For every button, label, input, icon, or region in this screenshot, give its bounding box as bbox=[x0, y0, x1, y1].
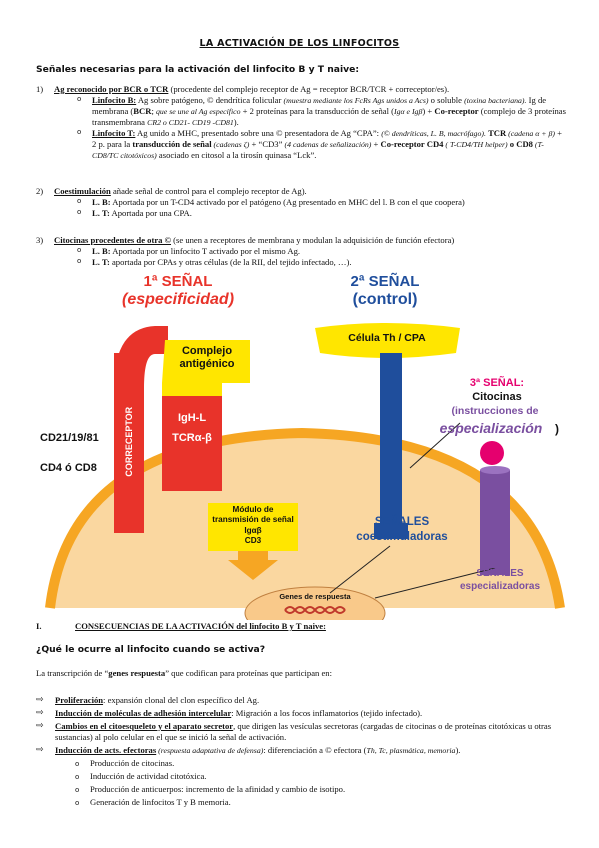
signal-3-cytokines: Citocinas bbox=[472, 391, 522, 403]
signal-3-instructions: (instrucciones de bbox=[451, 405, 539, 417]
specializing-signals-label: SEÑALES bbox=[476, 568, 524, 579]
item-2: 2) Coestimulación añade señal de control… bbox=[36, 186, 465, 218]
arrow-icon: ⇨ bbox=[36, 695, 44, 705]
costim-signals-label: SEÑALES bbox=[374, 516, 430, 528]
item-1: 1) Ag reconocido por BCR o TCR (proceden… bbox=[36, 84, 566, 160]
tcr-label: TCRα-β bbox=[172, 432, 212, 444]
signal-2-sub: (control) bbox=[352, 291, 418, 308]
cell-membrane bbox=[45, 427, 565, 609]
arrow-icon: ⇨ bbox=[36, 721, 44, 731]
nucleus bbox=[244, 586, 386, 620]
page-title: LA ACTIVACIÓN DE LOS LINFOCITOS bbox=[199, 38, 400, 49]
signal-2-label: 2ª SEÑAL bbox=[350, 273, 420, 290]
item-1-head: Ag reconocido por BCR o TCR bbox=[54, 84, 169, 94]
arrow-specific bbox=[374, 567, 496, 599]
consequence-item: ⇨ Inducción de moléculas de adhesión int… bbox=[36, 708, 423, 718]
item-1-b: o Linfocito B: Ag sobre patógeno, © dend… bbox=[77, 95, 566, 127]
genes-label: Genes de respuesta bbox=[279, 592, 351, 601]
item-1-number: 1) bbox=[36, 84, 44, 94]
signal-1-sub: (especificidad) bbox=[121, 291, 235, 308]
antigen-complex bbox=[162, 340, 250, 396]
igh-label: IgH-L bbox=[177, 412, 207, 424]
consequence-item: ⇨ Proliferación: expansión clonal del cl… bbox=[36, 695, 260, 705]
costim-signals-sub: coestimuladoras bbox=[356, 531, 448, 543]
consequence-item: ⇨ Cambios en el citoesqueleto y el apara… bbox=[36, 721, 552, 742]
intro-text: La transcripción de “genes respuesta” qu… bbox=[36, 668, 332, 678]
receptor-block bbox=[162, 396, 222, 491]
specializing-signals-sub: especializadoras bbox=[459, 581, 541, 592]
cd21-label: CD21/19/81 bbox=[40, 432, 99, 444]
arrow-icon: ⇨ bbox=[36, 708, 44, 718]
diagram-graphic bbox=[45, 323, 565, 620]
costim-receptor bbox=[380, 353, 402, 523]
item-3: 3) Citocinas procedentes de otra © (se u… bbox=[36, 235, 455, 267]
correceptor-label: CORRECEPTOR bbox=[124, 406, 135, 477]
item-1-t: o Linfocito T: Ag unido a MHC, presentad… bbox=[77, 128, 562, 160]
cpa-label: Célula Th / CPA bbox=[348, 332, 426, 344]
signal-module-label: Módulo de transmisión de señal Igαβ CD3 bbox=[212, 505, 294, 545]
activation-diagram: 1ª SEÑAL (especificidad) 2ª SEÑAL (contr… bbox=[30, 268, 575, 620]
arrow-costim bbox=[329, 545, 391, 594]
cytokine-receptor bbox=[480, 470, 510, 575]
cytokine bbox=[480, 441, 504, 465]
item-3-head: Citocinas procedentes de otra © bbox=[54, 235, 172, 245]
signal-3-especializacion: especialización bbox=[439, 420, 543, 436]
consequence-item: ⇨ Inducción de acts. efectoras (respuest… bbox=[36, 745, 461, 755]
subtitle: Señales necesarias para la activación de… bbox=[36, 64, 360, 75]
arrow-cytokine bbox=[409, 422, 461, 469]
item-2-head: Coestimulación bbox=[54, 186, 111, 196]
antigen-complex-label: Complejo antigénico bbox=[179, 345, 235, 371]
module-arrow bbox=[228, 551, 278, 580]
cd4-label: CD4 ó CD8 bbox=[40, 462, 97, 474]
signal-3-label: 3ª SEÑAL: bbox=[469, 377, 525, 389]
section-i-title: CONSECUENCIAS DE LA ACTIVACIÓN del linfo… bbox=[75, 621, 326, 631]
section-i: I. CONSECUENCIAS DE LA ACTIVACIÓN del li… bbox=[36, 621, 326, 631]
signal-1-label: 1ª SEÑAL bbox=[143, 273, 213, 290]
cpa-cup bbox=[315, 323, 460, 358]
question-heading: ¿Qué le ocurre al linfocito cuando se ac… bbox=[36, 644, 266, 655]
correceptor-hook bbox=[114, 326, 168, 388]
arrow-icon: ⇨ bbox=[36, 745, 44, 755]
signal-module bbox=[208, 503, 298, 551]
